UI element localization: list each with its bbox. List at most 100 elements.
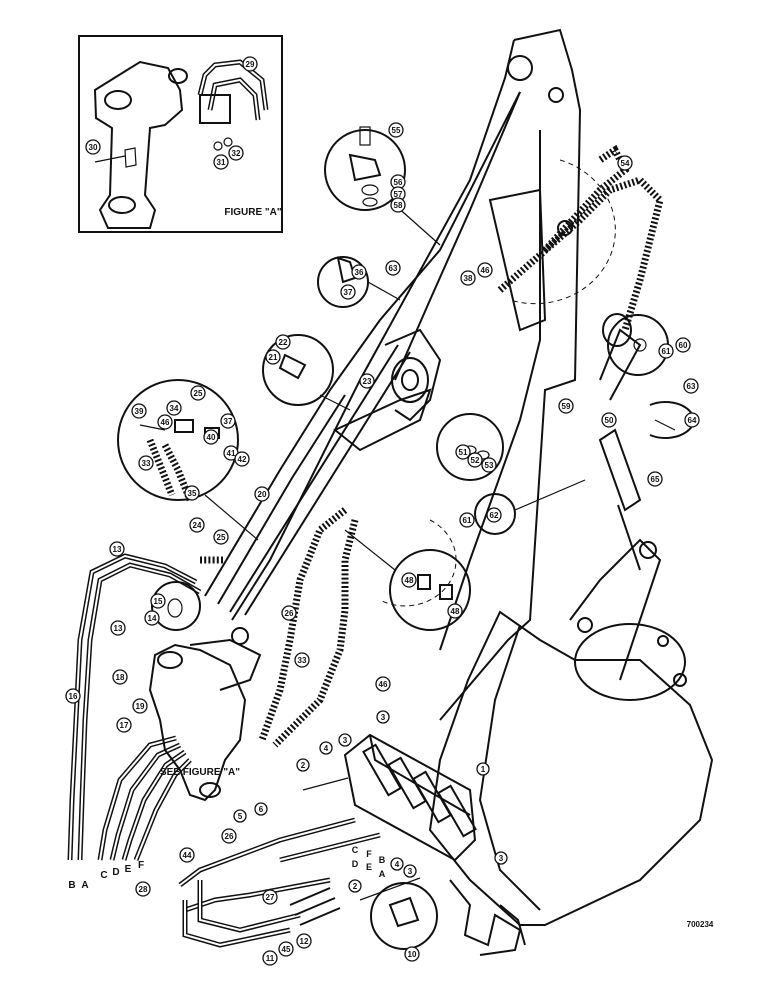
- callout-61: 61: [459, 512, 475, 528]
- callout-1: 1: [476, 762, 490, 776]
- callout-number: 65: [651, 475, 660, 484]
- callout-balloon: [213, 154, 229, 170]
- callout-number: 1: [481, 765, 486, 774]
- callout-balloon: [294, 652, 310, 668]
- callout-22: 22: [275, 334, 291, 350]
- callout-29: 29: [242, 56, 258, 72]
- callout-35: 35: [184, 485, 200, 501]
- callout-44: 44: [179, 847, 195, 863]
- bucket-shell: [428, 610, 714, 926]
- callout-number: 58: [394, 201, 403, 210]
- callout-3: 3: [403, 864, 417, 878]
- callout-number: 51: [459, 448, 468, 457]
- callout-balloon: [132, 698, 148, 714]
- callout-number: 3: [408, 867, 413, 876]
- callout-number: 26: [285, 609, 294, 618]
- callout-number: 64: [688, 416, 697, 425]
- callout-balloon: [265, 349, 281, 365]
- callout-balloon: [135, 881, 151, 897]
- boom-rear-edge: [439, 28, 582, 721]
- fittings-27: [289, 887, 341, 926]
- callout-39: 39: [131, 403, 147, 419]
- callout-number: 6: [259, 805, 264, 814]
- callout-number: 46: [481, 266, 490, 275]
- callout-24: 24: [189, 517, 205, 533]
- callout-number: 63: [389, 264, 398, 273]
- figure-a-pin-bore-bottom: [108, 196, 136, 214]
- callout-balloon: [601, 412, 617, 428]
- callout-number: 41: [227, 449, 236, 458]
- callout-number: 22: [279, 338, 288, 347]
- callout-balloon: [242, 56, 258, 72]
- detail-circle-10: [370, 882, 438, 950]
- callout-balloon: [647, 471, 663, 487]
- valve-tie-bolt-1: [302, 777, 349, 791]
- callout-54: 54: [617, 155, 633, 171]
- detail-circle-48: [389, 549, 471, 631]
- callout-31: 31: [213, 154, 229, 170]
- figure-a-inset: FIGURE "A": [78, 35, 283, 233]
- callout-balloon: [190, 385, 206, 401]
- callout-balloon: [112, 669, 128, 685]
- hose-46: [272, 519, 359, 748]
- hose-end-letters: B A C D E F: [68, 860, 144, 891]
- bucket-teeth: [449, 879, 522, 956]
- callout-5: 5: [233, 809, 247, 823]
- detail-circle-61-62: [474, 493, 516, 535]
- callout-balloon: [376, 710, 390, 724]
- callout-balloon: [359, 373, 375, 389]
- callout-balloon: [233, 809, 247, 823]
- boom-inner-line: [394, 91, 521, 381]
- callout-balloon: [351, 264, 367, 280]
- callout-26: 26: [221, 828, 237, 844]
- valve-letter-d: D: [352, 859, 359, 869]
- valve-section-line: [369, 734, 471, 816]
- callout-balloon: [157, 414, 173, 430]
- callout-number: 3: [343, 736, 348, 745]
- callout-number: 62: [490, 511, 499, 520]
- detail-circle-14-15: [151, 581, 201, 631]
- valve-letter-c: C: [352, 845, 359, 855]
- cylinder-pivot: [391, 357, 429, 403]
- callout-number: 60: [679, 341, 688, 350]
- figure-a-bolt: [94, 155, 126, 163]
- callout-balloon: [189, 517, 205, 533]
- callout-balloon: [203, 429, 219, 445]
- callout-balloon: [221, 828, 237, 844]
- callout-balloon: [281, 605, 297, 621]
- callout-number: 32: [232, 149, 241, 158]
- detail-circle-51-53: [436, 413, 504, 481]
- callout-number: 15: [154, 597, 163, 606]
- callout-26: 26: [281, 605, 297, 621]
- callout-number: 26: [225, 832, 234, 841]
- cylinder-barrel: [333, 388, 432, 452]
- callout-25: 25: [190, 385, 206, 401]
- callout-balloon: [109, 541, 125, 557]
- callout-59: 59: [558, 398, 574, 414]
- swing-casting: [189, 638, 262, 691]
- callout-balloon: [617, 155, 633, 171]
- callout-50: 50: [601, 412, 617, 428]
- callout-number: 44: [183, 851, 192, 860]
- callout-33: 33: [294, 652, 310, 668]
- callout-2: 2: [348, 879, 362, 893]
- callout-48: 48: [401, 572, 417, 588]
- callout-balloon: [403, 864, 417, 878]
- callout-number: 17: [120, 721, 129, 730]
- callout-balloon: [460, 270, 476, 286]
- callout-3: 3: [338, 733, 352, 747]
- callout-10: 10: [404, 946, 420, 962]
- callout-balloon: [179, 847, 195, 863]
- callout-balloon: [375, 676, 391, 692]
- cylinder-tube-lower: [217, 394, 346, 605]
- callout-number: 31: [217, 158, 226, 167]
- callout-number: 4: [324, 744, 329, 753]
- callout-number: 25: [194, 389, 203, 398]
- hose-letter-d: D: [112, 867, 119, 878]
- callout-balloon: [684, 412, 700, 428]
- callout-number: 5: [238, 812, 243, 821]
- callout-25: 25: [213, 529, 229, 545]
- callout-balloon: [401, 572, 417, 588]
- callout-number: 20: [258, 490, 267, 499]
- callout-number: 4: [395, 860, 400, 869]
